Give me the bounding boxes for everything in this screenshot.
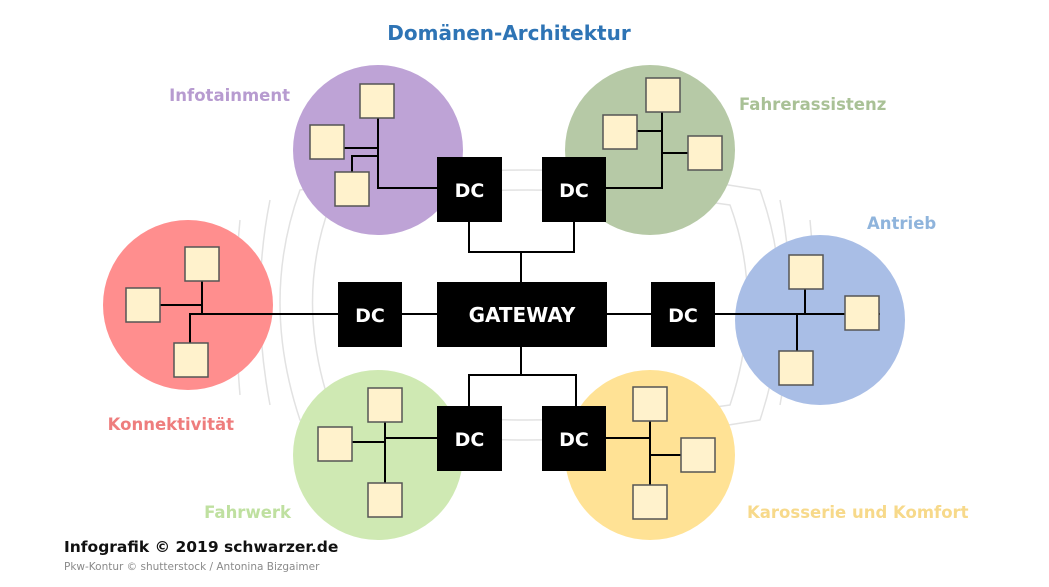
- dc-karosserie: DC: [542, 406, 606, 471]
- dc-label: DC: [559, 429, 589, 451]
- dc-konnektivitaet: DC: [338, 282, 402, 347]
- dc-label: DC: [455, 429, 485, 451]
- ecu-box: [844, 295, 880, 331]
- dc-label: DC: [455, 180, 485, 202]
- ecu-box: [367, 387, 403, 423]
- diagram-title: Domänen-Architektur: [387, 21, 631, 45]
- dc-label: DC: [559, 180, 589, 202]
- ecu-box: [788, 254, 824, 290]
- ecu-box: [680, 437, 716, 473]
- ecu-box: [632, 386, 668, 422]
- gateway-node: GATEWAY: [437, 282, 607, 347]
- dc-fahrerassistenz: DC: [542, 157, 606, 222]
- connection-lines: [160, 112, 880, 485]
- dc-fahrwerk: DC: [437, 406, 502, 471]
- gateway-label: GATEWAY: [469, 303, 576, 327]
- domain-label-konnektivitaet: Konnektivität: [108, 415, 234, 434]
- ecu-box: [632, 484, 668, 520]
- domain-circle-antrieb: [735, 235, 905, 405]
- dc-label: DC: [668, 305, 698, 327]
- domain-label-fahrerassistenz: Fahrerassistenz: [739, 95, 886, 114]
- ecu-box: [359, 83, 395, 119]
- ecu-box: [309, 124, 345, 160]
- dc-infotainment: DC: [437, 157, 502, 222]
- ecu-box: [602, 114, 638, 150]
- domain-circle-fahrerassistenz: [565, 65, 735, 235]
- domain-label-karosserie: Karosserie und Komfort: [747, 503, 969, 522]
- dc-label: DC: [355, 305, 385, 327]
- ecu-box: [184, 246, 220, 282]
- credit-car-outline: Pkw-Kontur © shutterstock / Antonina Biz…: [64, 561, 320, 573]
- ecu-box: [173, 342, 209, 378]
- ecu-box: [645, 77, 681, 113]
- credit-infographic: Infografik © 2019 schwarzer.de: [64, 538, 339, 556]
- domain-label-fahrwerk: Fahrwerk: [204, 503, 292, 522]
- ecu-box: [317, 426, 353, 462]
- ecu-box: [687, 135, 723, 171]
- ecu-box: [367, 482, 403, 518]
- dc-antrieb: DC: [651, 282, 715, 347]
- ecu-boxes: [125, 77, 880, 520]
- domain-label-antrieb: Antrieb: [867, 214, 936, 233]
- domain-circle-fahrwerk: [293, 370, 463, 540]
- ecu-box: [778, 350, 814, 386]
- domain-label-infotainment: Infotainment: [169, 86, 290, 105]
- ecu-box: [334, 171, 370, 207]
- ecu-box: [125, 287, 161, 323]
